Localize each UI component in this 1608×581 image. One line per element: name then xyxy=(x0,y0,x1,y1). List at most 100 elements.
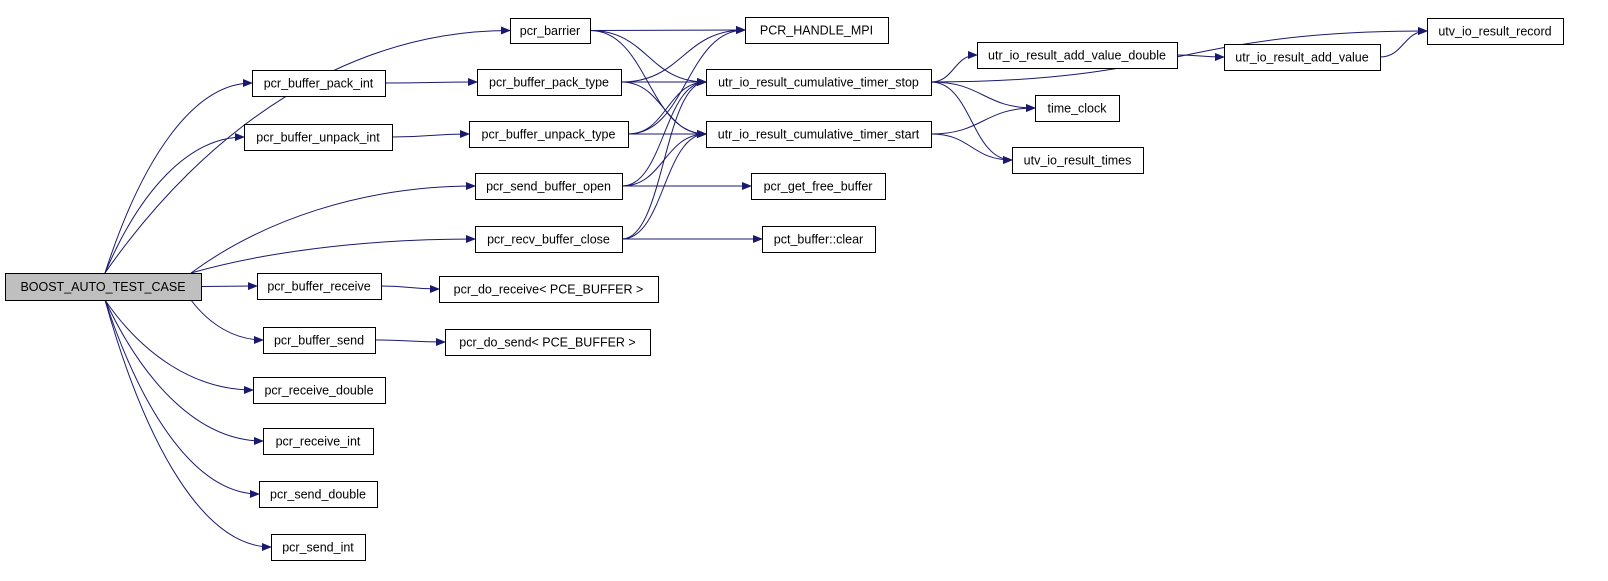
edge-boost-to-pack_int xyxy=(104,79,253,274)
node-barrier[interactable]: pcr_barrier xyxy=(510,18,591,44)
node-box xyxy=(263,327,376,354)
node-label: pcr_receive_double xyxy=(264,384,373,398)
node-send_double[interactable]: pcr_send_double xyxy=(259,481,378,508)
node-clear[interactable]: pct_buffer::clear xyxy=(762,226,876,253)
node-label: pcr_recv_buffer_close xyxy=(487,233,610,247)
node-label: pcr_get_free_buffer xyxy=(764,180,873,194)
node-box xyxy=(439,276,659,303)
node-unpack_type[interactable]: pcr_buffer_unpack_type xyxy=(469,121,629,148)
edge-boost-to-recv_double xyxy=(104,299,254,394)
node-box xyxy=(445,329,651,356)
edge-unpack_type-to-handle_mpi xyxy=(627,26,746,135)
node-send_open[interactable]: pcr_send_buffer_open xyxy=(475,173,623,200)
node-label: BOOST_AUTO_TEST_CASE xyxy=(20,280,185,294)
node-label: pct_buffer::clear xyxy=(774,233,863,247)
edge-unpack_int-to-unpack_type xyxy=(391,130,470,139)
node-box xyxy=(1012,147,1144,174)
edge-barrier-to-timer_stop xyxy=(589,30,707,86)
node-do_send[interactable]: pcr_do_send< PCE_BUFFER > xyxy=(445,329,651,356)
node-record[interactable]: utv_io_result_record xyxy=(1427,18,1564,45)
node-box xyxy=(477,69,622,96)
edge-timer_stop-to-time_clock xyxy=(930,81,1036,112)
node-pack_type[interactable]: pcr_buffer_pack_type xyxy=(477,69,622,96)
node-box xyxy=(263,428,374,455)
node-box xyxy=(475,173,623,200)
edge-boost-to-send_int xyxy=(104,299,272,551)
node-recv_double[interactable]: pcr_receive_double xyxy=(253,377,386,404)
node-add_value[interactable]: utr_io_result_add_value xyxy=(1224,44,1381,71)
edge-boost-to-buf_send xyxy=(190,299,264,344)
edge-pack_int-to-pack_type xyxy=(384,78,478,87)
node-label: pcr_buffer_pack_type xyxy=(489,76,609,90)
node-box xyxy=(745,17,889,44)
node-times[interactable]: utv_io_result_times xyxy=(1012,147,1144,174)
edge-timer_start-to-time_clock xyxy=(930,104,1036,135)
edge-boost-to-recv_close xyxy=(190,235,476,274)
node-box xyxy=(259,481,378,508)
edge-barrier-to-handle_mpi xyxy=(589,26,746,35)
node-box xyxy=(253,377,386,404)
node-label: utr_io_result_cumulative_timer_start xyxy=(718,128,920,142)
node-box xyxy=(1427,18,1564,45)
node-free_buffer[interactable]: pcr_get_free_buffer xyxy=(751,173,886,200)
node-box xyxy=(706,121,932,148)
node-box xyxy=(252,70,386,97)
node-do_receive[interactable]: pcr_do_receive< PCE_BUFFER > xyxy=(439,276,659,303)
node-label: pcr_do_send< PCE_BUFFER > xyxy=(459,336,635,350)
node-box xyxy=(257,273,382,300)
node-label: pcr_do_receive< PCE_BUFFER > xyxy=(454,283,644,297)
node-label: pcr_buffer_pack_int xyxy=(264,77,374,91)
edge-timer_stop-to-add_double xyxy=(930,51,978,83)
node-label: pcr_receive_int xyxy=(276,435,361,449)
node-recv_close[interactable]: pcr_recv_buffer_close xyxy=(475,226,623,253)
node-send_int[interactable]: pcr_send_int xyxy=(271,534,366,561)
node-label: pcr_barrier xyxy=(520,24,580,38)
node-timer_stop[interactable]: utr_io_result_cumulative_timer_stop xyxy=(706,69,932,96)
node-add_double[interactable]: utr_io_result_add_value_double xyxy=(977,42,1178,69)
node-box xyxy=(469,121,629,148)
node-box xyxy=(510,18,591,44)
edge-boost-to-recv_int xyxy=(104,299,264,445)
node-box xyxy=(5,273,202,301)
node-unpack_int[interactable]: pcr_buffer_unpack_int xyxy=(244,124,393,151)
edge-add_value-to-record xyxy=(1379,27,1428,58)
node-recv_int[interactable]: pcr_receive_int xyxy=(263,428,374,455)
node-box xyxy=(271,534,366,561)
node-box xyxy=(1035,95,1120,122)
nodes-layer: BOOST_AUTO_TEST_CASE pcr_barrier pcr_buffe… xyxy=(5,17,1564,561)
node-buf_send[interactable]: pcr_buffer_send xyxy=(263,327,376,354)
node-label: utr_io_result_add_value xyxy=(1235,51,1368,65)
edge-boost-to-buf_receive xyxy=(200,282,258,291)
node-boost[interactable]: BOOST_AUTO_TEST_CASE xyxy=(5,273,202,301)
node-label: pcr_buffer_send xyxy=(274,334,364,348)
edge-recv_close-to-timer_start xyxy=(621,130,707,240)
node-label: utr_io_result_add_value_double xyxy=(988,49,1166,63)
node-label: pcr_send_double xyxy=(270,488,366,502)
node-handle_mpi[interactable]: PCR_HANDLE_MPI xyxy=(745,17,889,44)
node-buf_receive[interactable]: pcr_buffer_receive xyxy=(257,273,382,300)
node-label: PCR_HANDLE_MPI xyxy=(760,24,873,38)
node-box xyxy=(1224,44,1381,71)
node-label: pcr_send_int xyxy=(282,541,354,555)
edge-boost-to-unpack_int xyxy=(104,133,245,274)
node-label: utr_io_result_cumulative_timer_stop xyxy=(718,76,919,90)
node-label: pcr_buffer_receive xyxy=(267,280,370,294)
edges-layer xyxy=(104,26,1428,551)
node-label: pcr_buffer_unpack_type xyxy=(482,128,616,142)
node-box xyxy=(751,173,886,200)
node-time_clock[interactable]: time_clock xyxy=(1035,95,1120,122)
edge-boost-to-send_double xyxy=(104,299,260,498)
edge-buf_receive-to-do_receive xyxy=(380,284,440,293)
edge-timer_stop-to-record xyxy=(930,27,1428,83)
edge-boost-to-send_open xyxy=(190,182,476,274)
edge-timer_stop-to-times xyxy=(930,81,1013,164)
edge-pack_type-to-timer_start xyxy=(620,81,707,138)
node-label: pcr_send_buffer_open xyxy=(486,180,611,194)
node-pack_int[interactable]: pcr_buffer_pack_int xyxy=(252,70,386,97)
node-box xyxy=(475,226,623,253)
node-box xyxy=(244,124,393,151)
node-label: time_clock xyxy=(1047,102,1107,116)
edge-unpack_type-to-timer_stop xyxy=(627,78,707,135)
node-timer_start[interactable]: utr_io_result_cumulative_timer_start xyxy=(706,121,932,148)
